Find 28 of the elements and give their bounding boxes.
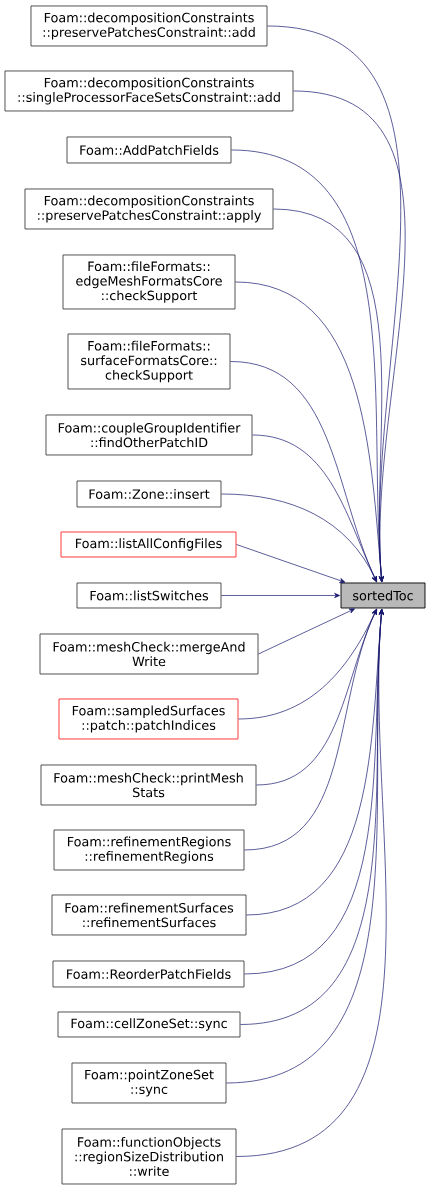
function-box: Foam::coupleGroupIdentifier ::findOtherPatchID bbox=[45, 414, 253, 456]
arrow bbox=[236, 609, 387, 1157]
arrow bbox=[221, 592, 341, 599]
arrow bbox=[236, 544, 346, 583]
function-box: Foam::decompositionConstraints ::singleProcessorFaceSetsConstraint::add bbox=[4, 70, 294, 112]
function-box: Foam::sampledSurfaces ::patch::patchIndices bbox=[58, 698, 239, 740]
function-box: Foam::listSwitches bbox=[76, 582, 222, 609]
function-box: Foam::pointZoneSet ::sync bbox=[71, 1062, 227, 1104]
function-box: Foam::fileFormats:: surfaceFormatsCore:: checkSupport bbox=[67, 333, 231, 390]
function-box: Foam::meshCheck::printMesh Stats bbox=[40, 764, 257, 806]
function-box: Foam::decompositionConstraints ::preservePatchesConstraint::apply bbox=[24, 188, 274, 230]
function-box: Foam::functionObjects ::regionSizeDistribution ::write bbox=[61, 1128, 237, 1185]
function-box: Foam::cellZoneSet::sync bbox=[57, 1011, 241, 1038]
function-box: Foam::refinementRegions ::refinementRegions bbox=[53, 829, 245, 871]
function-box: Foam::refinementSurfaces ::refinementSurfaces bbox=[51, 894, 247, 936]
function-box: Foam::AddPatchFields bbox=[66, 136, 232, 164]
function-box: Foam::ReorderPatchFields bbox=[52, 960, 245, 988]
target-function-box: sortedToc bbox=[340, 582, 426, 609]
arrow bbox=[244, 608, 377, 851]
arrow bbox=[235, 281, 384, 582]
function-box: Foam::listAllConfigFiles bbox=[60, 531, 237, 558]
function-box: Foam::decompositionConstraints ::preservePatchesConstraint::add bbox=[30, 5, 268, 47]
arrow bbox=[258, 608, 355, 655]
arrow bbox=[273, 208, 384, 582]
function-box: Foam::Zone::insert bbox=[76, 480, 222, 508]
function-box: Foam::meshCheck::mergeAnd Write bbox=[39, 633, 259, 675]
arrow bbox=[221, 493, 377, 583]
function-box: Foam::fileFormats:: edgeMeshFormatsCore ::checkSupport bbox=[62, 254, 236, 310]
